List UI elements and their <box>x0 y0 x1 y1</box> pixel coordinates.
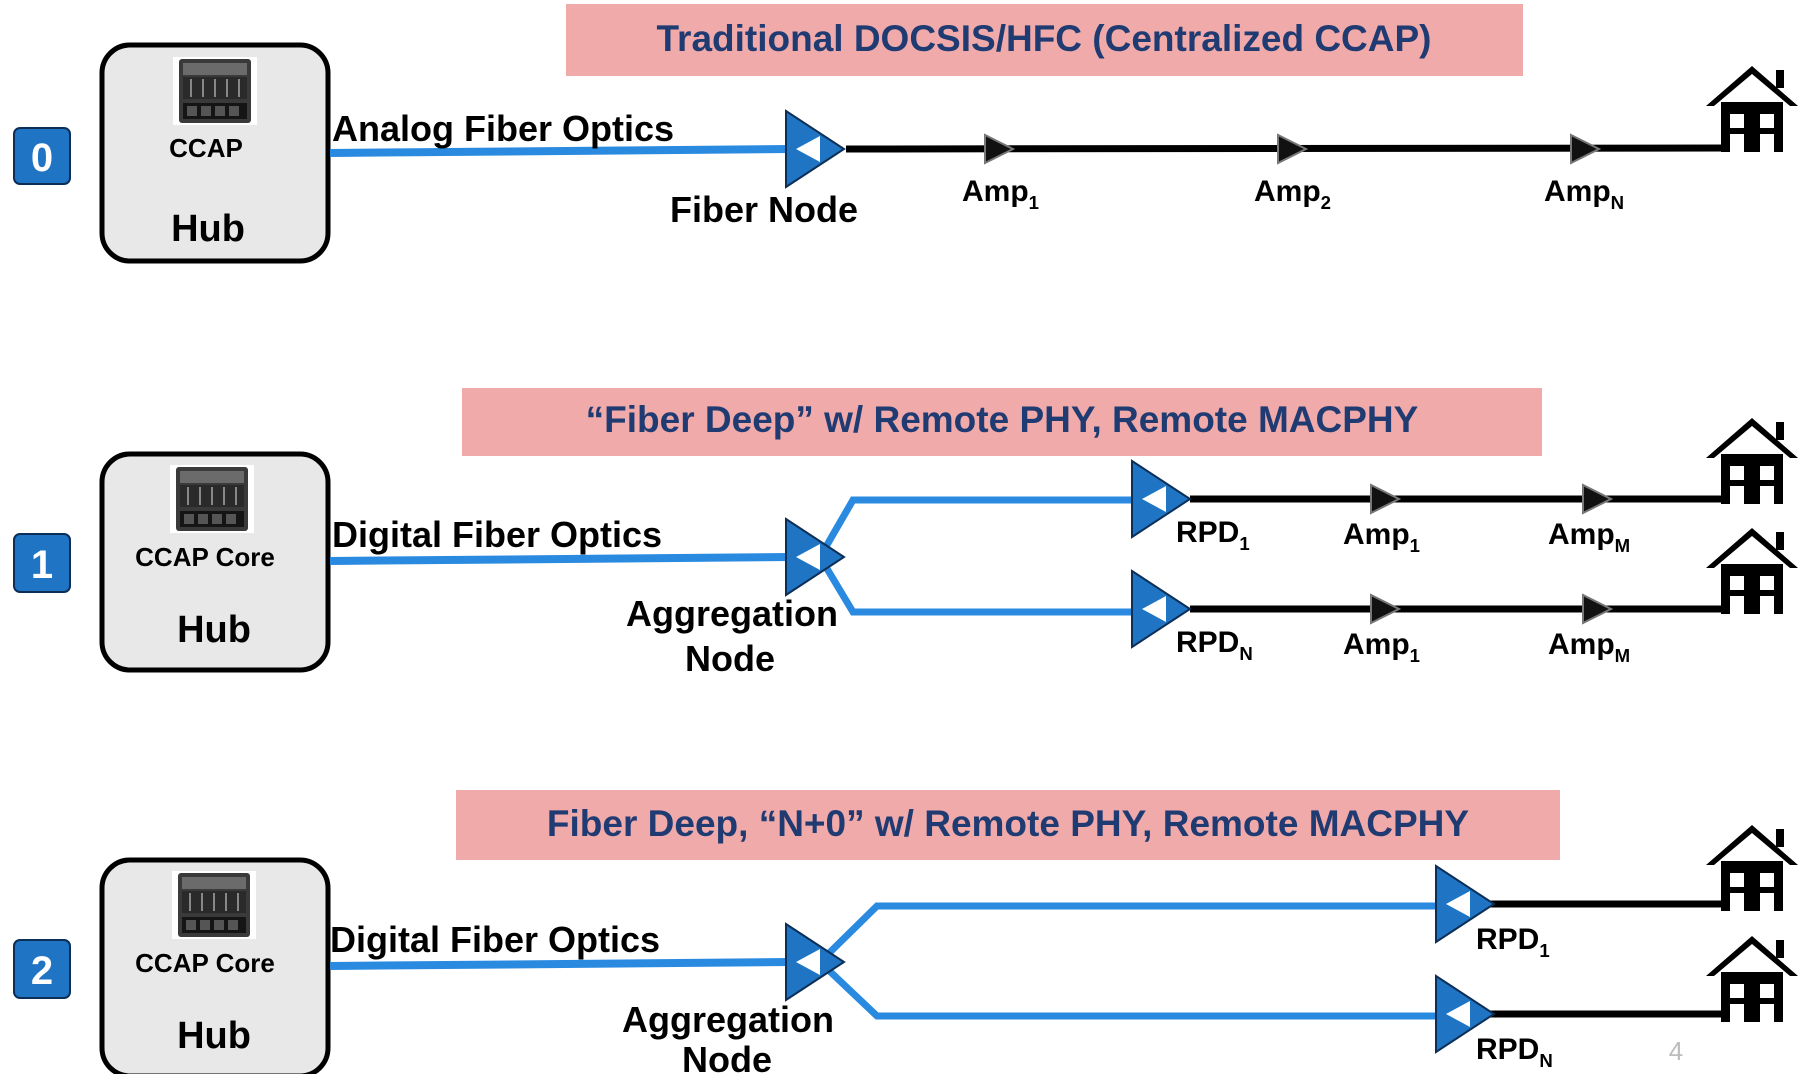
amp-label: AmpM <box>1548 628 1630 666</box>
amp-label: Amp1 <box>962 175 1039 213</box>
amplifier-icon <box>1370 484 1400 514</box>
link-label-row-1: Digital Fiber Optics <box>332 514 662 555</box>
amp-label: Amp1 <box>1343 518 1420 556</box>
hub-device-label-row-1: CCAP Core <box>135 542 275 572</box>
amplifier-icon <box>1582 594 1612 624</box>
hub-device-label-row-0: CCAP <box>169 133 243 163</box>
digital-fiber-link <box>329 553 791 565</box>
badge-row-2 <box>13 939 71 999</box>
hub-device-label-row-2: CCAP Core <box>135 948 275 978</box>
fiber-branch-upper <box>817 902 1448 965</box>
amplifier-icon <box>984 134 1014 164</box>
hub-box-row-0 <box>99 42 331 264</box>
row-0: Traditional DOCSIS/HFC (Centralized CCAP… <box>13 4 1798 264</box>
amp-label: AmpN <box>1544 175 1624 213</box>
ccap-chassis-icon <box>172 56 258 126</box>
badge-row-1 <box>13 533 71 593</box>
home-icon <box>1706 936 1798 1022</box>
row-2: Fiber Deep, “N+0” w/ Remote PHY, Remote … <box>13 790 1798 1074</box>
banner-row-0 <box>566 4 1523 76</box>
node-label-row-2-line1: Aggregation <box>622 999 834 1040</box>
badge-row-0 <box>13 127 71 185</box>
fiber-branch-upper <box>816 496 1140 559</box>
amplifier-icon <box>1582 484 1612 514</box>
fiber-branch-lower <box>816 555 1140 616</box>
amp-label: Amp1 <box>1343 628 1420 666</box>
rpd-label: RPD1 <box>1176 516 1250 554</box>
amplifier-icon <box>1277 134 1307 164</box>
banner-text-row-2: Fiber Deep, “N+0” w/ Remote PHY, Remote … <box>547 803 1469 844</box>
amplifier-icon <box>1570 134 1600 164</box>
banner-row-1 <box>462 388 1542 456</box>
ccap-chassis-icon <box>169 464 255 534</box>
home-icon <box>1706 418 1798 504</box>
badge-text-row-0: 0 <box>31 136 53 180</box>
fiber-node-icon <box>785 110 845 188</box>
fiber-node-icon <box>785 923 845 1001</box>
ccap-chassis-icon <box>171 870 257 940</box>
link-label-row-0: Analog Fiber Optics <box>332 108 674 149</box>
link-label-row-2: Digital Fiber Optics <box>330 919 660 960</box>
node-label-row-1-line2: Node <box>685 638 775 679</box>
badge-text-row-1: 1 <box>31 543 53 587</box>
home-icon <box>1706 66 1798 152</box>
hub-title-row-0: Hub <box>171 208 245 250</box>
amplifier-icon <box>1370 594 1400 624</box>
node-label-row-0: Fiber Node <box>670 189 858 230</box>
digital-fiber-link <box>329 958 791 970</box>
hub-title-row-2: Hub <box>177 1015 251 1057</box>
node-label-row-2-line2: Node <box>682 1039 772 1074</box>
rpd-label: RPDN <box>1176 626 1253 664</box>
hub-box-row-1 <box>99 451 331 673</box>
home-icon <box>1706 528 1798 614</box>
rpd-label: RPDN <box>1476 1033 1553 1071</box>
badge-text-row-2: 2 <box>31 949 53 993</box>
fiber-branch-lower <box>817 959 1448 1020</box>
rpd-label: RPD1 <box>1476 923 1550 961</box>
banner-text-row-1: “Fiber Deep” w/ Remote PHY, Remote MACPH… <box>586 399 1419 440</box>
amp-label: Amp2 <box>1254 175 1331 213</box>
analog-fiber-link <box>329 145 791 157</box>
home-icon <box>1706 825 1798 911</box>
row-1: “Fiber Deep” w/ Remote PHY, Remote MACPH… <box>13 388 1798 679</box>
hub-title-row-1: Hub <box>177 609 251 651</box>
banner-row-2 <box>456 790 1560 860</box>
node-label-row-1-line1: Aggregation <box>626 593 838 634</box>
banner-text-row-0: Traditional DOCSIS/HFC (Centralized CCAP… <box>656 18 1431 59</box>
amp-label: AmpM <box>1548 518 1630 556</box>
hub-box-row-2 <box>99 857 331 1074</box>
page-number: 4 <box>1669 1036 1683 1066</box>
